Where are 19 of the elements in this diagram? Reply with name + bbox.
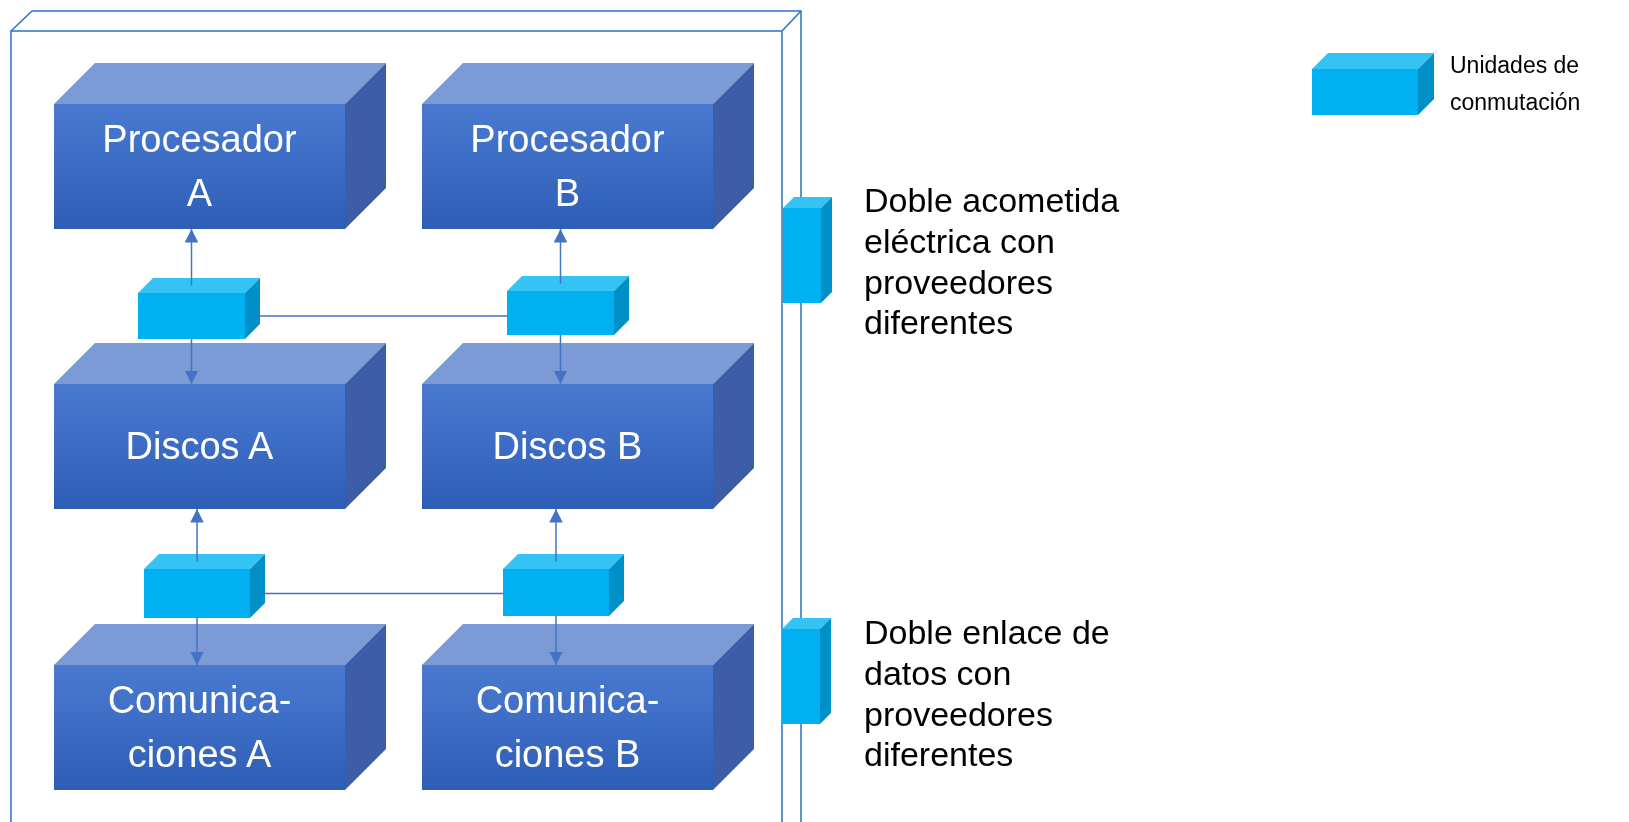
arrow [553,228,568,285]
caption-text: Doble acometida eléctrica con proveedores diferentes [864,180,1121,344]
arrow [190,617,204,666]
block-label: Discos B [492,423,643,469]
block-label: Comunica- ciones A [106,678,293,777]
arrow [184,228,199,287]
block-label: Procesador B [469,117,666,216]
block-label: Comunica- ciones B [474,678,661,777]
arrow [549,508,563,563]
caption-text: Doble enlace de datos con proveedores diferentes [864,612,1111,776]
block-label: Procesador A [101,117,298,216]
connector-line [251,315,508,317]
connector-line [256,592,504,595]
block-label: Discos A [125,423,274,469]
arrow [549,615,563,666]
arrow [184,338,199,385]
arrow [553,334,568,385]
legend-label: Unidades de conmutación [1450,51,1582,117]
arrow [190,508,204,563]
